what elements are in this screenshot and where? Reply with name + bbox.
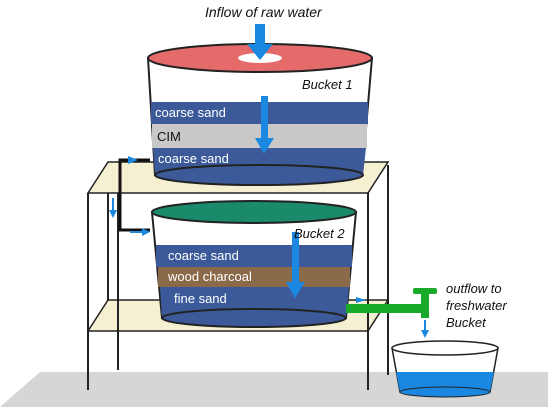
b2-flow-arrow [286, 232, 305, 298]
b2-layer3-label: fine sand [174, 291, 227, 306]
b1-layer3-label: coarse sand [158, 151, 229, 166]
outflow-label-line1: outflow to [446, 281, 502, 296]
b1-layer-coarse-sand-top [151, 102, 368, 124]
b1-flow-arrow [255, 96, 274, 154]
b2-top-water [151, 200, 357, 224]
bucket-2 [150, 200, 358, 328]
bucket2-label: Bucket 2 [294, 226, 345, 241]
bucket-1 [146, 43, 374, 186]
inflow-arrow [247, 24, 273, 60]
b2-layer2-label: wood charcoal [168, 269, 252, 284]
b2-bottom-rim [161, 308, 347, 328]
b1-layer2-label: CIM [157, 129, 181, 144]
bucket1-label: Bucket 1 [302, 77, 353, 92]
b2-layer-coarse-sand [156, 245, 352, 267]
b2-layer1-label: coarse sand [168, 248, 239, 263]
b1-bottom-rim [154, 164, 364, 186]
connector-pipe [109, 156, 150, 236]
outflow-label-line3: Bucket [446, 315, 486, 330]
inflow-title: Inflow of raw water [205, 4, 322, 20]
b1-layer1-label: coarse sand [155, 105, 226, 120]
freshwater-bucket [391, 340, 499, 398]
outflow-tap [346, 288, 437, 338]
outflow-label-line2: freshwater [446, 298, 507, 313]
